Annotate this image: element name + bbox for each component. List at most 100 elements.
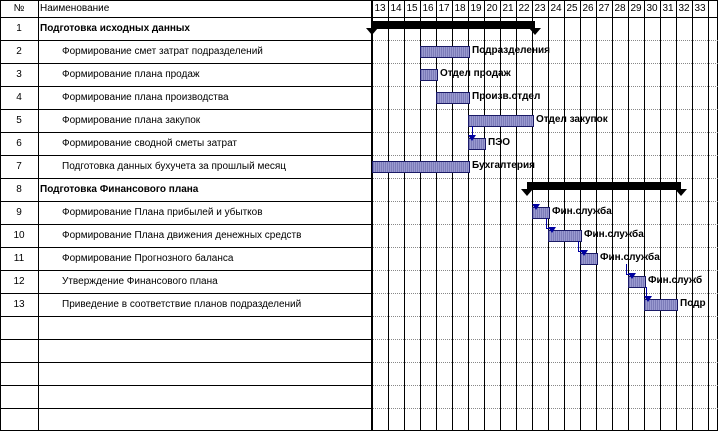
day-header: 29 (630, 3, 642, 14)
row-line (0, 270, 372, 271)
task-bar (372, 161, 470, 173)
task-name: Утверждение Финансового плана (62, 276, 218, 287)
gantt-row-line (372, 178, 718, 179)
dependency-arrow (532, 204, 540, 210)
row-line (0, 155, 372, 156)
task-bar (580, 253, 598, 265)
task-name: Формирование Плана прибылей и убытков (62, 207, 263, 218)
resource-label: Фин.служба (584, 229, 644, 240)
day-header: 18 (454, 3, 466, 14)
day-header: 27 (598, 3, 610, 14)
summary-bar (372, 21, 536, 29)
gantt-row-line (372, 270, 718, 271)
gantt-row-line (372, 224, 718, 225)
col-sep-num (38, 0, 39, 431)
day-grid-line (628, 0, 629, 431)
resource-label: Фин.служб (648, 275, 703, 286)
task-bar (644, 299, 678, 311)
task-bar (420, 46, 470, 58)
day-header: 19 (470, 3, 482, 14)
summary-task-name: Подготовка Финансового плана (40, 184, 199, 195)
day-header: 14 (390, 3, 402, 14)
resource-label: ПЭО (488, 137, 511, 148)
day-header: 33 (694, 3, 706, 14)
header-bottom-line (0, 17, 718, 18)
row-line (0, 385, 372, 386)
day-header: 24 (550, 3, 562, 14)
row-line (0, 132, 372, 133)
gantt-row-line (372, 40, 718, 41)
day-grid-line (484, 0, 485, 431)
day-header: 31 (662, 3, 674, 14)
task-name: Подготовка данных бухучета за прошлый ме… (62, 161, 287, 172)
dependency-link (626, 264, 627, 274)
day-grid-line (644, 0, 645, 431)
gantt-row-line (372, 109, 718, 110)
day-header: 16 (422, 3, 434, 14)
task-number: 10 (13, 230, 25, 241)
gantt-row-line (372, 155, 718, 156)
gantt-row-line (372, 362, 718, 363)
row-line (0, 408, 372, 409)
task-number: 9 (16, 207, 22, 218)
resource-label: Отдел закупок (536, 114, 608, 125)
summary-task-name: Подготовка исходных данных (40, 23, 190, 34)
day-header: 26 (582, 3, 594, 14)
task-number: 4 (16, 92, 22, 103)
day-header: 25 (566, 3, 578, 14)
task-bar (548, 230, 582, 242)
gantt-row-line (372, 247, 718, 248)
task-number: 6 (16, 138, 22, 149)
dependency-arrow (580, 250, 588, 256)
day-grid-line (516, 0, 517, 431)
task-number: 12 (13, 276, 25, 287)
resource-label: Произв.отдел (472, 91, 541, 102)
resource-label: Фин.служба (552, 206, 612, 217)
dependency-link (546, 218, 547, 228)
row-line (0, 224, 372, 225)
task-number: 2 (16, 46, 22, 57)
day-grid-line (500, 0, 501, 431)
task-bar (436, 92, 470, 104)
day-header: 17 (438, 3, 450, 14)
task-number: 7 (16, 161, 22, 172)
day-grid-line (452, 0, 453, 431)
day-header: 32 (678, 3, 690, 14)
dependency-arrow (468, 135, 476, 141)
header-name: Наименование (40, 3, 110, 14)
gantt-row-line (372, 293, 718, 294)
task-name: Формирование плана производства (62, 92, 229, 103)
day-grid-line (612, 0, 613, 431)
day-grid-line (468, 0, 469, 431)
task-bar (628, 276, 646, 288)
day-grid-line (660, 0, 661, 431)
row-line (0, 63, 372, 64)
day-grid-line (596, 0, 597, 431)
dependency-arrow (628, 273, 636, 279)
col-sep-gantt (371, 0, 372, 431)
summary-end-marker (674, 189, 687, 196)
resource-label: Подр (680, 298, 706, 309)
resource-label: Подразделения (472, 45, 550, 56)
task-name: Формирование сводной сметы затрат (62, 138, 237, 149)
summary-end-marker (366, 28, 378, 35)
day-header: 13 (374, 3, 386, 14)
resource-label: Фин.служба (600, 252, 660, 263)
row-line (0, 362, 372, 363)
row-line (0, 178, 372, 179)
dependency-link (472, 126, 473, 136)
day-grid-line (372, 0, 373, 431)
day-header: 20 (486, 3, 498, 14)
dependency-arrow (644, 296, 652, 302)
task-number: 5 (16, 115, 22, 126)
task-bar (468, 138, 486, 150)
row-line (0, 201, 372, 202)
day-header: 15 (406, 3, 418, 14)
day-grid-line (388, 0, 389, 431)
gantt-row-line (372, 86, 718, 87)
task-bar (468, 115, 534, 127)
dependency-link (646, 287, 647, 297)
day-grid-line (676, 0, 677, 431)
row-line (0, 247, 372, 248)
